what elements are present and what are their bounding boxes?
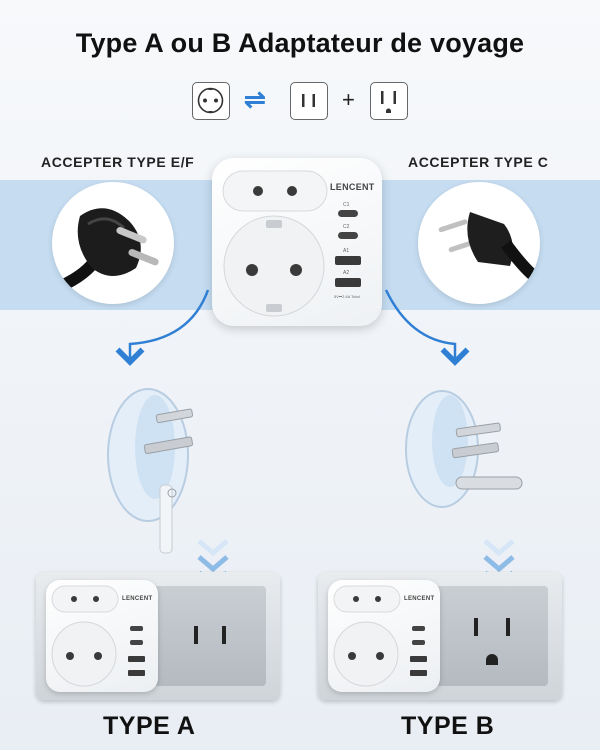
type-b-label: TYPE B [401, 712, 495, 740]
port-label-c1: C1 [343, 202, 350, 208]
type-b-converter-image [405, 390, 523, 508]
port-label-a1: A1 [343, 248, 350, 254]
usb-a-port [335, 256, 361, 265]
plus-sign: + [342, 87, 355, 112]
type-a-converter-image [107, 388, 194, 554]
page-title: Type A ou B Adaptateur de voyage [75, 28, 525, 58]
schuko-plug-image [52, 182, 174, 304]
port-label-a2: A2 [343, 270, 350, 276]
type-a-label: TYPE A [103, 712, 196, 740]
brand-label: LENCENT [122, 596, 153, 602]
type-b-socket-icon [370, 82, 408, 120]
rating-label: 5V⎓2.4A Total [334, 294, 360, 299]
type-b-wall-plate: LENCENT [318, 572, 562, 700]
port-label-c2: C2 [343, 224, 350, 230]
schuko-socket [223, 215, 325, 317]
brand-label: LENCENT [330, 182, 375, 192]
exchange-arrows-icon: ⇌ [244, 84, 266, 114]
adapter-plugged-in: LENCENT [328, 580, 440, 692]
arrow-left-icon [115, 289, 210, 366]
adapter-plugged-in: LENCENT [46, 580, 158, 692]
label-accept-type-c: ACCEPTER TYPE C [408, 154, 549, 170]
usb-c-port [338, 232, 358, 239]
usb-c-port [338, 210, 358, 217]
label-accept-type-ef: ACCEPTER TYPE E/F [41, 154, 195, 170]
arrow-right-icon [384, 289, 470, 366]
type-a-socket-icon [290, 82, 328, 120]
type-b-outlet [436, 586, 548, 686]
type-a-wall-plate: LENCENT [36, 572, 280, 700]
type-c-socket [222, 170, 328, 212]
type-a-outlet [154, 586, 266, 686]
adapter-product: LENCENT C1 C2 A1 A2 5V⎓2.4A Total [212, 158, 382, 326]
type-c-plug-image [418, 182, 540, 304]
usb-a-port [335, 278, 361, 287]
brand-label: LENCENT [404, 596, 435, 602]
schuko-socket-icon [192, 82, 230, 120]
